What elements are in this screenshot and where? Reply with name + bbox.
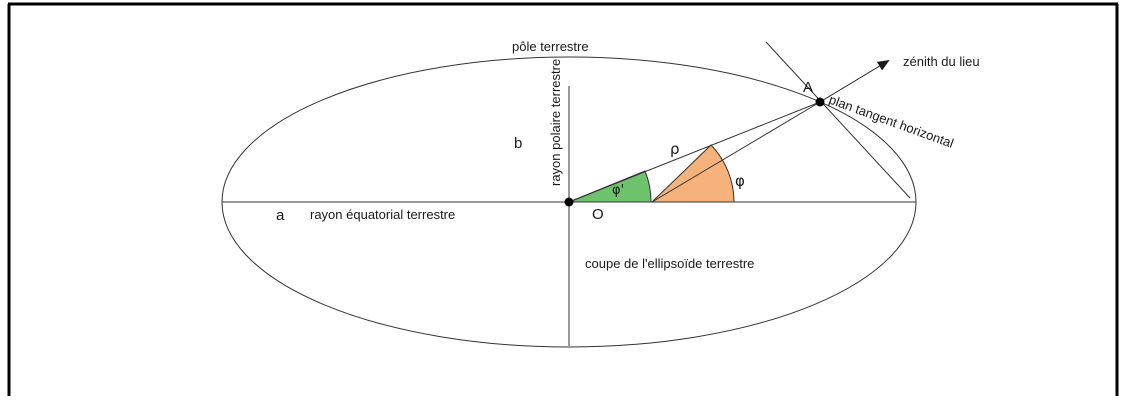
semi-major-label: a xyxy=(276,207,285,224)
tangent-plane-line xyxy=(765,41,911,199)
polar-radius-label: rayon polaire terrestre xyxy=(548,59,563,186)
normal-line xyxy=(651,101,821,203)
tangent-plane-label: plan tangent horizontal xyxy=(827,92,956,151)
semi-minor-label: b xyxy=(514,135,522,152)
equatorial-radius-label: rayon équatorial terrestre xyxy=(310,207,455,222)
pole-label: pôle terrestre xyxy=(512,39,589,54)
point-a-dot xyxy=(815,97,825,107)
center-o-dot xyxy=(564,197,574,207)
rho-label: ρ xyxy=(670,140,680,158)
center-o-label: O xyxy=(592,206,604,223)
radius-rho-line xyxy=(568,101,821,203)
phi-prime-label: φ' xyxy=(612,183,624,198)
section-label: coupe de l'ellipsoïde terrestre xyxy=(585,256,754,271)
point-a-label: A xyxy=(803,79,813,96)
zenith-arrow xyxy=(819,59,890,103)
phi-label: φ xyxy=(735,172,745,190)
phi-sector xyxy=(650,144,735,203)
zenith-label: zénith du lieu xyxy=(903,54,980,69)
